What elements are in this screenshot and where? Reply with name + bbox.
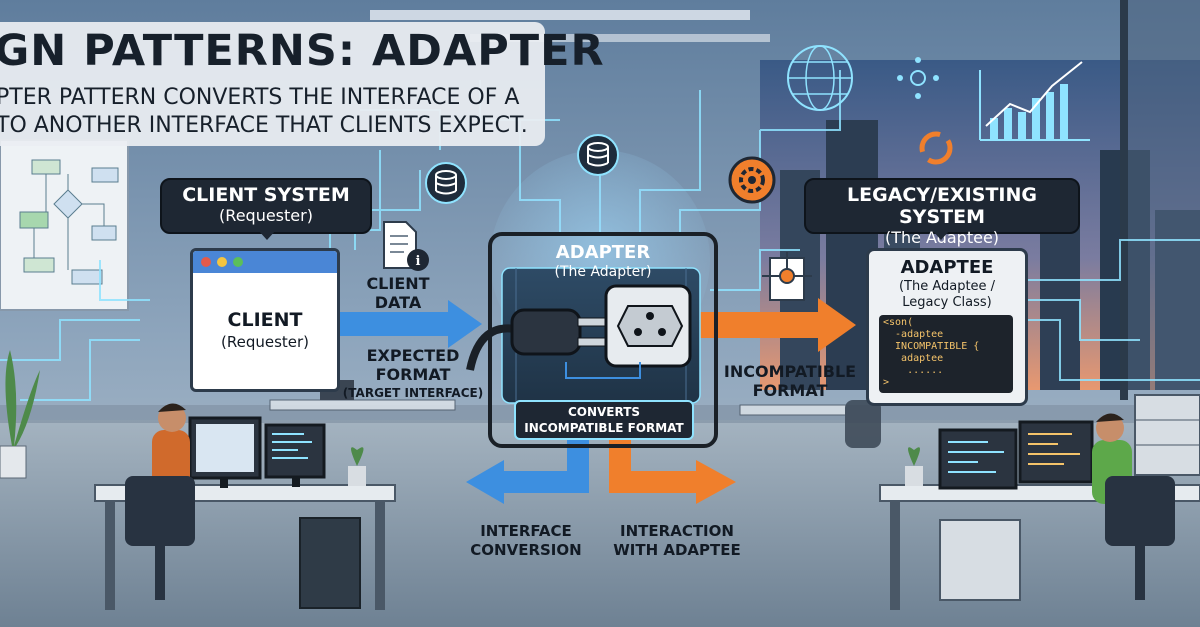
interaction-line-2: WITH ADAPTEE <box>613 541 741 559</box>
converts-badge: CONVERTS INCOMPATIBLE FORMAT <box>514 400 694 440</box>
legacy-system-title: LEGACY/EXISTING SYSTEM <box>847 184 1037 228</box>
conversion-loop <box>565 362 641 379</box>
client-system-title: CLIENT SYSTEM <box>182 184 350 206</box>
code-line: -adaptee <box>883 329 944 340</box>
adapter-box: ADAPTER (The Adapter) CONVERTS INCOMPATI… <box>488 232 718 448</box>
adapter-subtitle: (The Adapter) <box>554 264 652 280</box>
client-data-line-1: CLIENT <box>366 274 430 293</box>
legacy-tag-pointer <box>932 230 950 240</box>
incompatible-line-1: INCOMPATIBLE <box>723 362 857 381</box>
adaptee-subtitle-2: Legacy Class) <box>902 295 992 310</box>
adapter-title: ADAPTER <box>555 242 651 263</box>
interface-conversion-label: INTERFACE CONVERSION <box>466 522 586 560</box>
client-data-label: CLIENT DATA <box>358 274 438 312</box>
database-icon <box>425 162 467 204</box>
flowchart-icon <box>0 139 129 311</box>
socket-icon <box>604 284 692 368</box>
client-data-line-2: DATA <box>374 293 422 312</box>
code-line: ...... <box>883 365 944 376</box>
gear-icon <box>728 156 776 204</box>
expected-format-line-2: FORMAT <box>375 365 451 384</box>
expected-format-label: EXPECTED FORMAT (TARGET INTERFACE) <box>340 346 486 403</box>
subtitle-line-2: TO ANOTHER INTERFACE THAT CLIENTS EXPECT… <box>0 113 528 138</box>
adaptee-subtitle-1: (The Adaptee / <box>898 279 996 294</box>
left-desk <box>94 403 396 610</box>
converts-line-1: CONVERTS <box>567 405 641 419</box>
plant <box>0 350 41 479</box>
interaction-adaptee-label: INTERACTION WITH ADAPTEE <box>604 522 750 560</box>
close-dot <box>201 257 211 267</box>
subtitle-line-1: PTER PATTERN CONVERTS THE INTERFACE OF A <box>0 85 520 110</box>
cabinet <box>1134 394 1200 476</box>
window-title-bar <box>193 251 337 273</box>
adaptee-title: ADAPTEE <box>900 257 994 278</box>
interface-conversion-line-2: CONVERSION <box>470 541 582 559</box>
client-data-arrow <box>335 300 482 348</box>
converts-line-2: INCOMPATIBLE FORMAT <box>524 421 684 435</box>
incompatible-format-label: INCOMPATIBLE FORMAT <box>720 362 860 400</box>
adaptee-box: ADAPTEE (The Adaptee / Legacy Class) <so… <box>866 248 1028 406</box>
database-icon <box>577 134 619 176</box>
code-line: > <box>883 377 890 388</box>
legacy-system-tag: LEGACY/EXISTING SYSTEM (The Adaptee) <box>804 178 1080 247</box>
code-line: adaptee <box>883 353 944 364</box>
page-subtitle: PTER PATTERN CONVERTS THE INTERFACE OF A… <box>0 84 528 140</box>
maximize-dot <box>233 257 243 267</box>
expected-format-line-3: (TARGET INTERFACE) <box>342 386 484 400</box>
chart-icon <box>919 61 1090 165</box>
svg-text:i: i <box>416 254 421 269</box>
network-icon <box>762 252 812 301</box>
network-icon <box>897 57 939 99</box>
client-window: CLIENT (Requester) <box>190 248 340 392</box>
interface-conversion-arrow <box>466 440 589 504</box>
right-desk <box>879 413 1200 610</box>
client-system-subtitle: (Requester) <box>219 206 313 225</box>
code-line: INCOMPATIBLE { <box>883 341 980 352</box>
code-snippet: <son( -adaptee INCOMPATIBLE { adaptee ..… <box>879 315 1013 393</box>
title-banner <box>0 22 545 146</box>
plug-icon <box>466 308 609 371</box>
client-subtitle: (Requester) <box>220 333 310 351</box>
document-info-icon: i <box>383 221 429 271</box>
interaction-line-1: INTERACTION <box>620 522 734 540</box>
code-line: <son( <box>883 317 914 328</box>
expected-format-line-1: EXPECTED <box>366 346 460 365</box>
client-system-tag: CLIENT SYSTEM (Requester) <box>160 178 372 234</box>
minimize-dot <box>217 257 227 267</box>
incompatible-line-2: FORMAT <box>752 381 828 400</box>
page-title: GN PATTERNS: ADAPTER <box>0 26 605 76</box>
globe-graphic <box>787 45 853 111</box>
client-title: CLIENT <box>227 309 303 331</box>
incompatible-format-arrow <box>690 298 856 352</box>
interface-conversion-line-1: INTERFACE <box>480 522 572 540</box>
interaction-adaptee-arrow <box>609 440 736 504</box>
client-tag-pointer <box>258 230 276 240</box>
